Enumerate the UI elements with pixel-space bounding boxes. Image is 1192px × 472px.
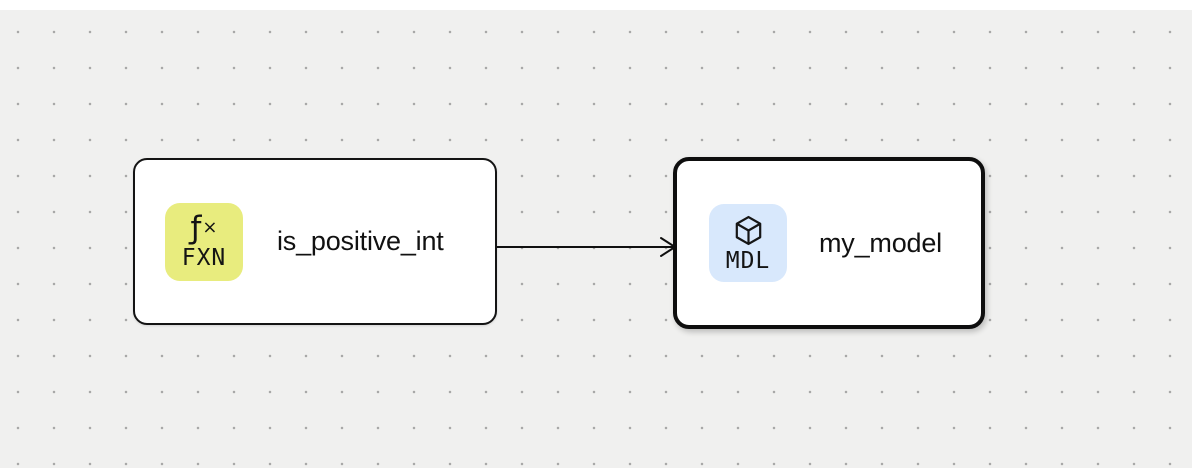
cube-icon: [732, 214, 765, 247]
function-glyph-icon: ƒ ×: [190, 213, 217, 244]
node-my-model[interactable]: MDL my_model: [673, 157, 985, 329]
model-badge: MDL: [709, 204, 787, 282]
edge-arrow[interactable]: [495, 233, 679, 261]
canvas-grid[interactable]: [0, 10, 1192, 468]
function-badge-label: FXN: [181, 245, 227, 271]
node-label: my_model: [819, 227, 942, 258]
model-badge-label: MDL: [725, 247, 771, 274]
node-is-positive-int[interactable]: ƒ × FXN is_positive_int: [133, 158, 497, 325]
florin-glyph: ƒ: [190, 210, 202, 246]
times-glyph: ×: [202, 216, 218, 238]
node-label: is_positive_int: [277, 226, 444, 256]
function-badge: ƒ × FXN: [165, 202, 243, 281]
